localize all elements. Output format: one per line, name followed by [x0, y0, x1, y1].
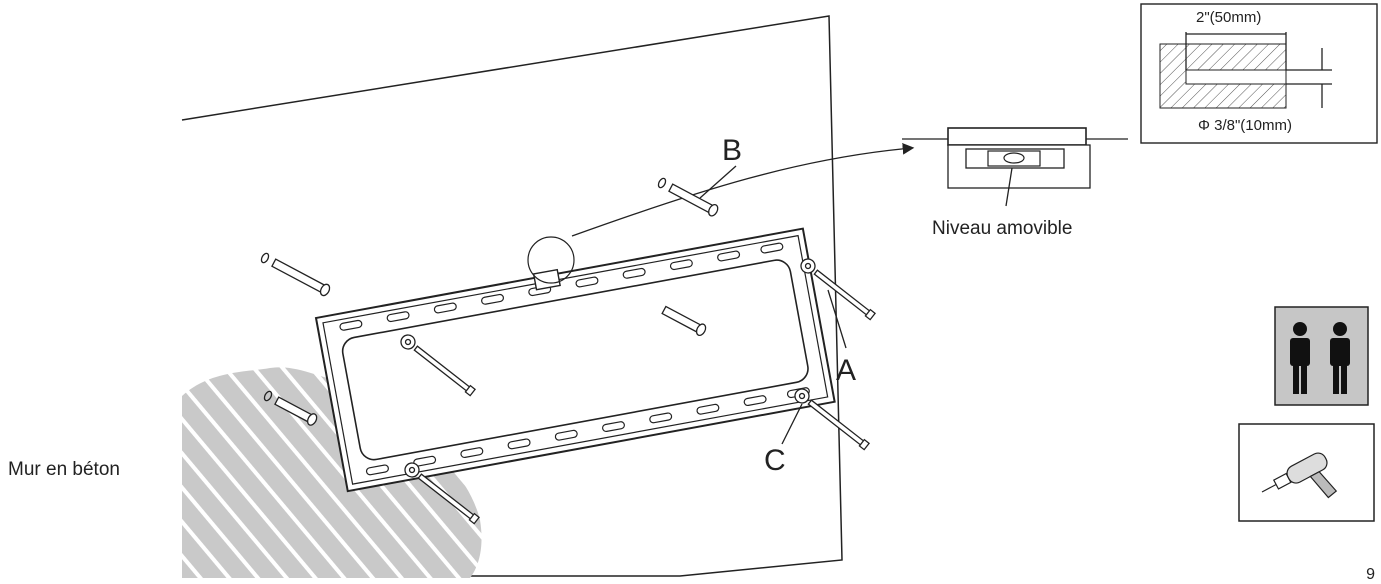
bracket-level-block [532, 268, 561, 291]
wall-bracket [314, 227, 836, 493]
leader-a [827, 289, 847, 349]
wall-anchors [260, 177, 719, 426]
page-number: 9 [1366, 566, 1375, 583]
pointer-arrow [571, 143, 915, 237]
drill-hole-detail [1140, 3, 1378, 144]
screws [400, 258, 876, 525]
magnify-circle [527, 236, 575, 284]
depth-label: 2"(50mm) [1196, 9, 1261, 26]
drill-icon [1238, 423, 1375, 522]
wall-type-label: Mur en béton [8, 459, 120, 480]
bracket-slots-top [339, 242, 784, 331]
label-c: C [764, 444, 786, 477]
label-b: B [722, 134, 742, 167]
diameter-label: Φ 3/8"(10mm) [1198, 117, 1292, 134]
bracket-slots-bottom [365, 387, 810, 476]
leader-c [781, 403, 803, 445]
level-label: Niveau amovible [932, 218, 1072, 239]
level-detail [902, 127, 1128, 207]
two-persons-icon [1274, 306, 1369, 406]
leader-b [699, 165, 737, 199]
label-a: A [836, 354, 856, 387]
